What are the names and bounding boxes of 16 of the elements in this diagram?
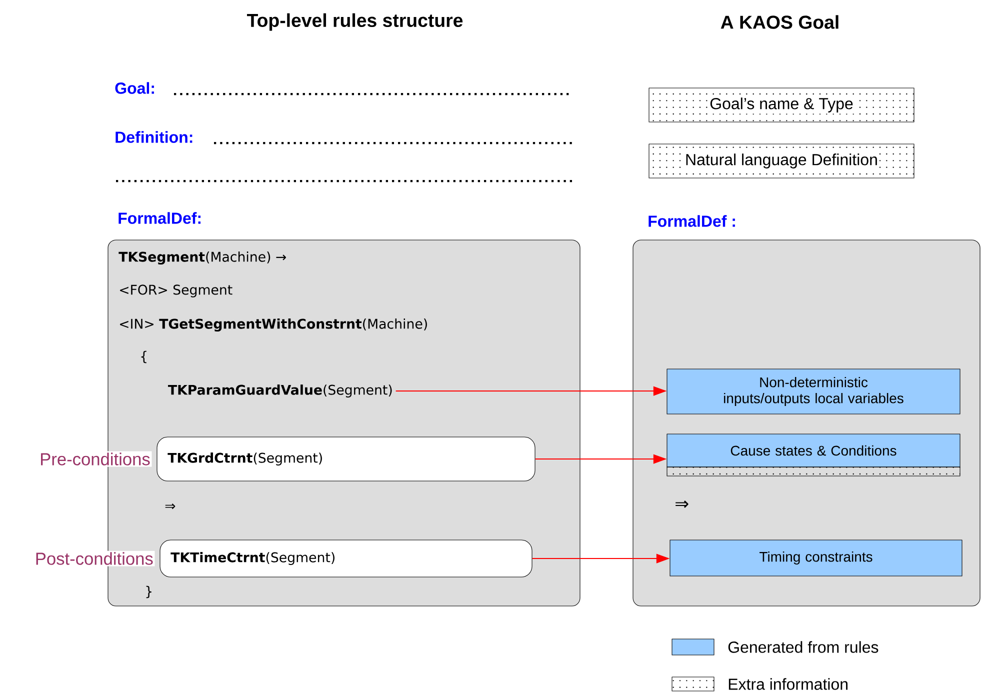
condition-box: TKGrdCtrnt(Segment)	[156, 436, 536, 482]
condition-label: Pre-conditions	[38, 451, 152, 467]
legend-text: Extra information	[728, 678, 848, 690]
code-line: TKParamGuardValue(Segment)	[168, 384, 392, 398]
condition-label: Post-conditions	[34, 550, 155, 566]
field-name: FormalDef:	[118, 212, 200, 224]
info-box: Goal’s name & Type	[648, 88, 914, 122]
legend-text: Generated from rules	[728, 641, 878, 653]
field-name: FormalDef :	[648, 215, 735, 227]
info-box: Natural language Definition	[648, 144, 914, 178]
condition-box: TKTimeCtrnt(Segment)	[160, 540, 532, 578]
rule-box: Cause states & Conditions	[666, 445, 960, 476]
field-name: Definition:	[116, 131, 192, 143]
field-name: Goal:	[115, 82, 154, 94]
heading: Top-level rules structure	[247, 13, 463, 31]
heading: A KAOS Goal	[720, 15, 838, 29]
